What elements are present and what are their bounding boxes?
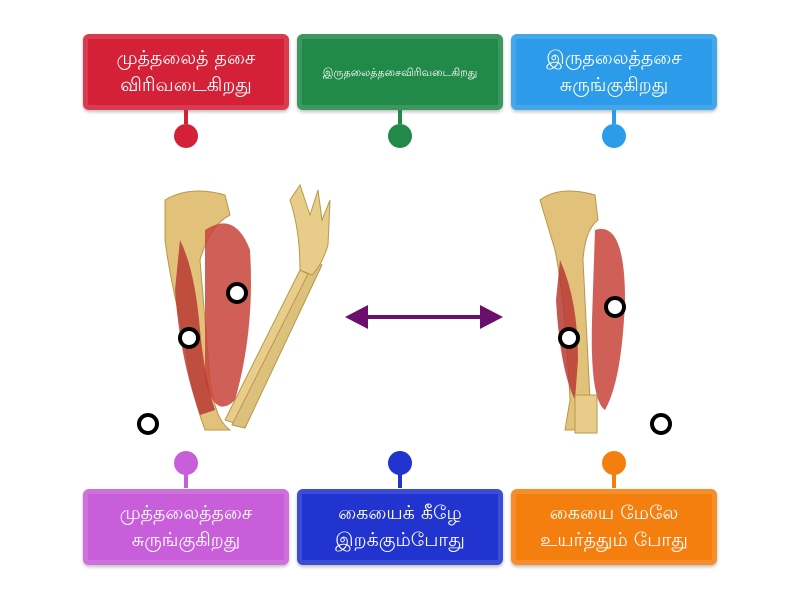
label-stem	[398, 110, 402, 124]
bent-arm-illustration	[164, 183, 331, 431]
label-raising-arm[interactable]: கையை மேலே உயர்த்தும் போது	[511, 489, 717, 565]
label-pin[interactable]	[388, 124, 412, 148]
drop-target-hotspot[interactable]	[604, 296, 626, 318]
label-pin[interactable]	[388, 451, 412, 475]
double-arrow	[345, 305, 503, 329]
label-stem	[612, 474, 616, 488]
label-triceps-contracts[interactable]: முத்தலைத்தசை சுருங்குகிறது	[83, 489, 289, 565]
label-pin[interactable]	[602, 124, 626, 148]
drop-target-hotspot[interactable]	[650, 413, 672, 435]
drop-target-hotspot[interactable]	[226, 282, 248, 304]
drop-target-hotspot[interactable]	[178, 327, 200, 349]
label-biceps-relaxes[interactable]: இருதலைத்தசைவிரிவடைகிறது	[297, 34, 503, 110]
drop-target-hotspot[interactable]	[558, 327, 580, 349]
label-stem	[612, 110, 616, 124]
label-biceps-contracts[interactable]: இருதலைத்தசை சுருங்குகிறது	[511, 34, 717, 110]
label-triceps-relaxes[interactable]: முத்தலைத் தசை விரிவடைகிறது	[83, 34, 289, 110]
drop-target-hotspot[interactable]	[137, 413, 159, 435]
label-pin[interactable]	[174, 451, 198, 475]
label-stem	[184, 110, 188, 124]
label-pin[interactable]	[602, 451, 626, 475]
label-pin[interactable]	[174, 124, 198, 148]
label-lowering-arm[interactable]: கையைக் கீழே இறக்கும்போது	[297, 489, 503, 565]
label-stem	[398, 474, 402, 488]
label-stem	[184, 474, 188, 488]
